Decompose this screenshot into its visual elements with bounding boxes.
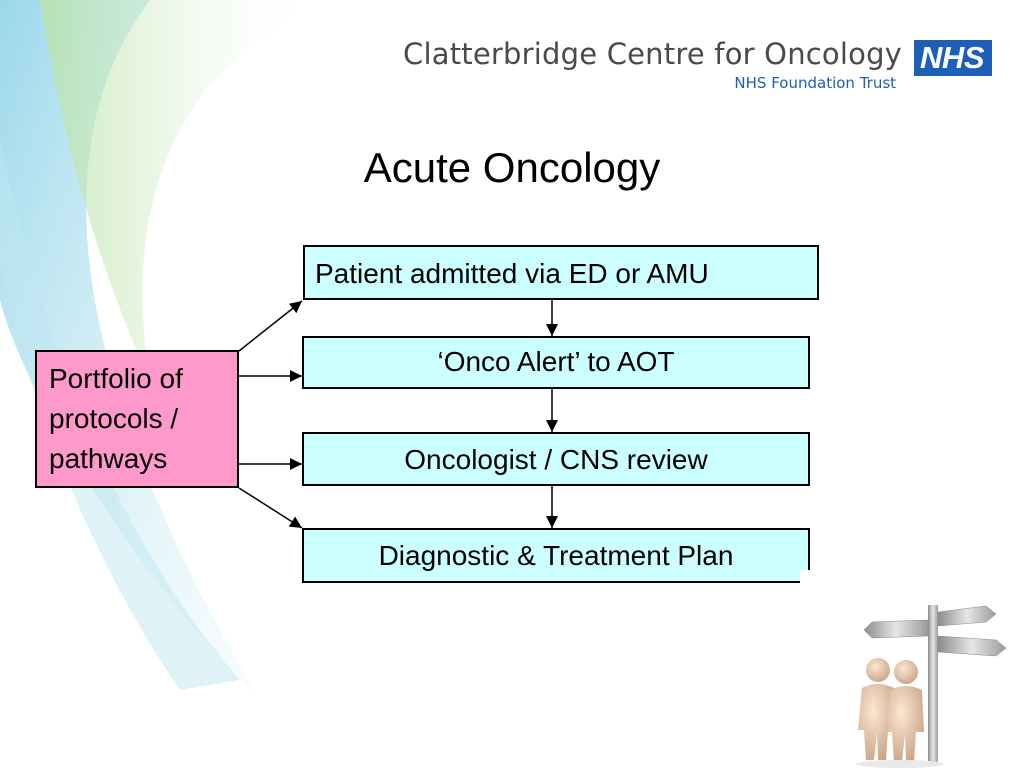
org-name: Clatterbridge Centre for Oncology	[403, 37, 903, 71]
logo-text: Clatterbridge Centre for Oncology NHS Fo…	[403, 36, 902, 92]
portfolio-line: protocols /	[49, 403, 179, 434]
portfolio-box: Portfolio of protocols / pathways	[35, 350, 239, 488]
portfolio-line: Portfolio of	[49, 363, 183, 394]
org-logo: Clatterbridge Centre for Oncology NHS Fo…	[403, 36, 992, 92]
slide-title: Acute Oncology	[363, 144, 661, 191]
signpost-people-icon	[800, 570, 1024, 768]
trust-name: NHS Foundation Trust	[734, 74, 897, 92]
portfolio-line: pathways	[49, 443, 168, 474]
step-onco-alert: ‘Onco Alert’ to AOT	[302, 336, 810, 389]
step-oncologist-review: Oncologist / CNS review	[302, 432, 810, 486]
step-diagnostic-plan: Diagnostic & Treatment Plan	[302, 528, 810, 583]
step-patient-admitted: Patient admitted via ED or AMU	[303, 245, 819, 300]
nhs-badge: NHS	[914, 40, 992, 76]
